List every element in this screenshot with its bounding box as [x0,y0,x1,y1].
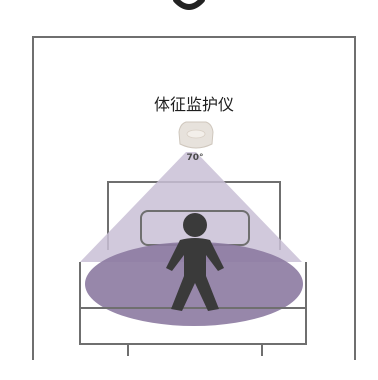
cropped-glyph-fragment [173,0,205,10]
ceiling-sensor-icon [178,121,214,149]
beam-angle-label: 70° [186,153,203,163]
device-label: 体征监护仪 [154,95,234,114]
person-icon [166,213,224,311]
sensing-beam [80,152,302,262]
bed-base [79,307,307,345]
room-outline [32,36,356,360]
